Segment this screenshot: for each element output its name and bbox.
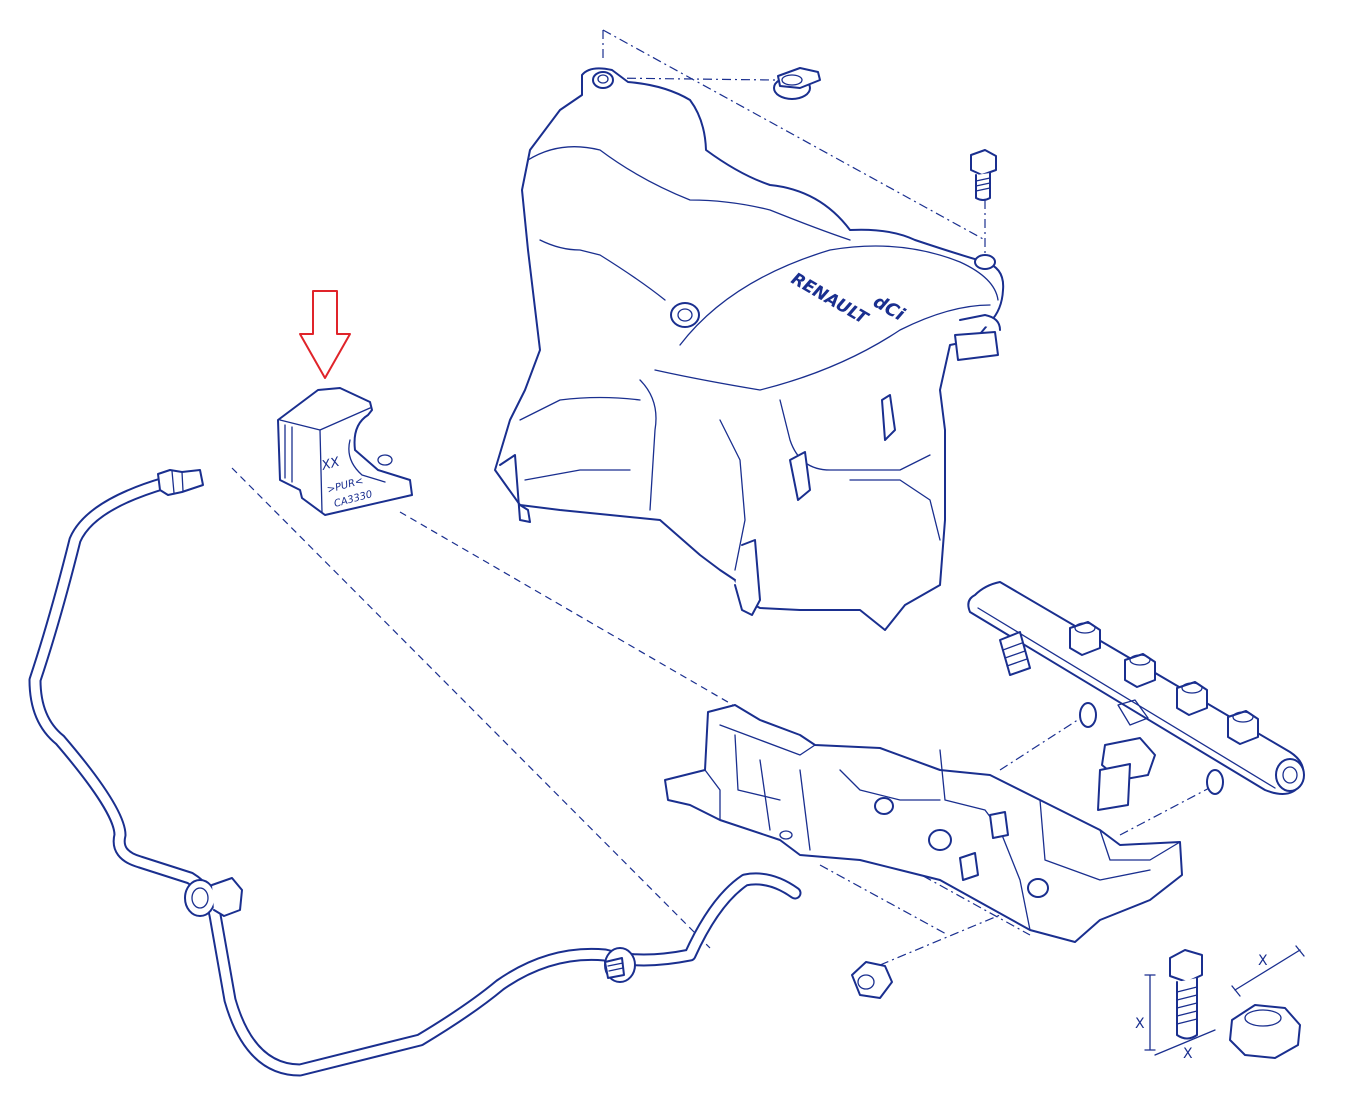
foam-insulator-part: XX >PUR< CA3330 — [277, 387, 413, 516]
bolt-height-dimension-label: X — [1135, 1016, 1145, 1032]
engine-cover: RENAULT dCi — [494, 67, 1005, 631]
nut-width-dimension-label: X — [1258, 953, 1268, 969]
cover-cap — [773, 67, 821, 100]
highlight-arrow-icon — [299, 290, 351, 379]
fuel-rail — [967, 581, 1305, 811]
assembly-guide-lines — [231, 29, 1216, 966]
support-bracket — [664, 704, 1183, 943]
part-mark-label: XX — [319, 454, 342, 474]
bolt-width-dimension-label: X — [1183, 1046, 1193, 1062]
dimension-legend: X X X — [1135, 945, 1305, 1062]
cover-bolt — [970, 149, 997, 201]
fuel-pipe — [28, 469, 802, 1077]
hex-nut — [851, 961, 893, 999]
